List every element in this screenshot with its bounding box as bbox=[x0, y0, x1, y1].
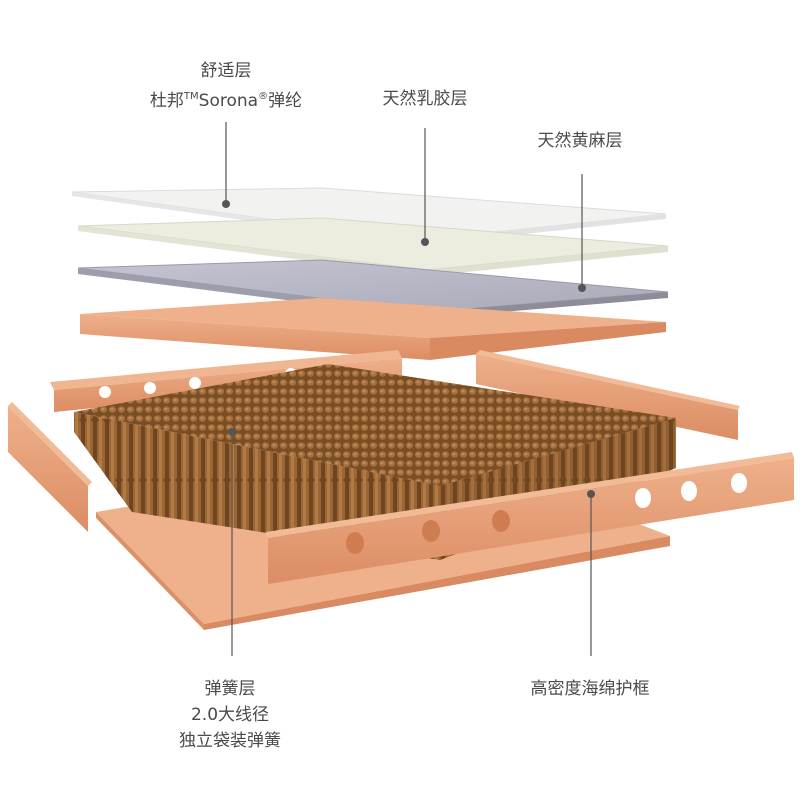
registered-mark: ® bbox=[258, 91, 268, 102]
jute-layer-label: 天然黄麻层 bbox=[510, 128, 650, 154]
leader-dot-jute bbox=[578, 284, 586, 292]
latex-layer-label: 天然乳胶层 bbox=[355, 86, 495, 112]
spring-wire-gauge: 2.0大线径 bbox=[140, 702, 320, 728]
top-foam-layer bbox=[80, 298, 666, 360]
comfort-layer-material: 杜邦TMSorona®弹纶 bbox=[126, 84, 326, 114]
leader-dot-foam-frame bbox=[587, 490, 595, 498]
comfort-material-brand: Sorona bbox=[199, 91, 258, 111]
trademark-mark: TM bbox=[184, 91, 199, 102]
spring-layer-title: 弹簧层 bbox=[140, 676, 320, 702]
comfort-layer-title: 舒适层 bbox=[126, 58, 326, 84]
comfort-layer-label: 舒适层 杜邦TMSorona®弹纶 bbox=[126, 58, 326, 114]
leader-dot-latex bbox=[421, 238, 429, 246]
leader-dot-spring bbox=[228, 428, 236, 436]
leader-dot-comfort bbox=[222, 200, 230, 208]
comfort-material-prefix: 杜邦 bbox=[150, 91, 184, 111]
comfort-material-suffix: 弹纶 bbox=[268, 91, 302, 111]
spring-layer-label: 弹簧层 2.0大线径 独立袋装弹簧 bbox=[140, 676, 320, 754]
foam-frame-label: 高密度海绵护框 bbox=[500, 676, 680, 702]
spring-type: 独立袋装弹簧 bbox=[140, 728, 320, 754]
